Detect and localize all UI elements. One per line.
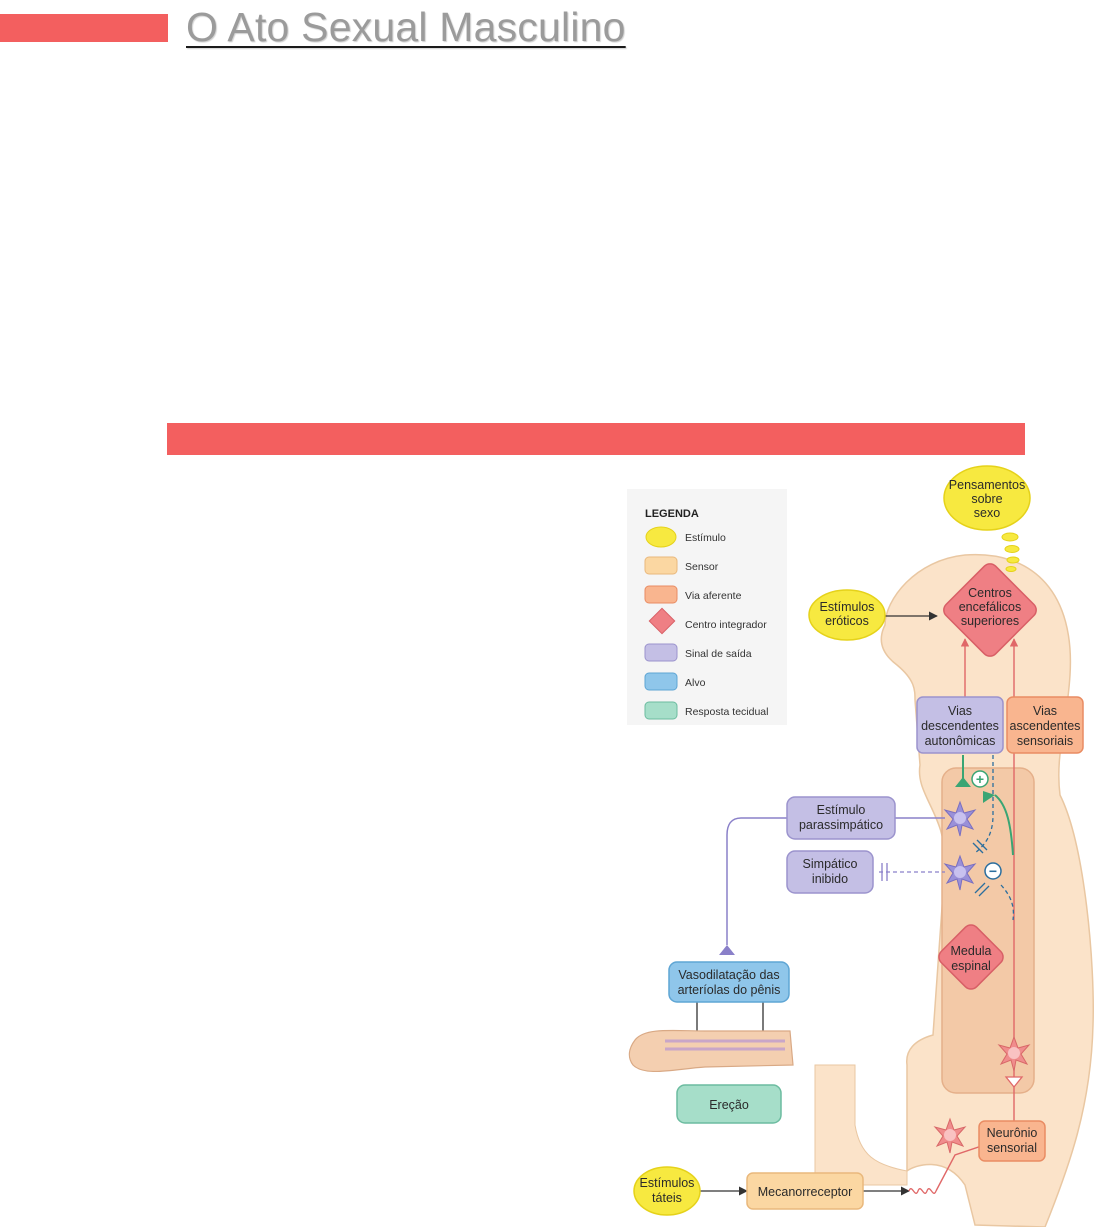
mechanoreceptor-box — [746, 1172, 864, 1210]
sensory-neuron-box — [978, 1120, 1046, 1162]
brain-label-line: encefálicos — [959, 600, 1022, 614]
spinal-label-line: Medula — [951, 944, 992, 958]
para-label-line: parassimpático — [799, 818, 883, 832]
accent-bar-left — [0, 14, 168, 42]
legend-label: Sensor — [685, 561, 719, 573]
forearm — [814, 1064, 908, 1186]
descending-label-line: Vias — [948, 704, 972, 718]
dashed-inhibition — [974, 755, 994, 854]
tactile-stimuli-bubble — [633, 1166, 701, 1216]
sensory-label-line: Neurônio — [987, 1126, 1038, 1140]
ascending-label-line: Vias — [1033, 704, 1057, 718]
descending-pathways-box — [916, 696, 1004, 754]
legend-label: Sinal de saída — [685, 648, 752, 660]
spinal-label-line: espinal — [951, 959, 991, 973]
block-mark — [976, 839, 988, 851]
legend-swatch-tissue — [644, 701, 678, 720]
para-to-vaso — [726, 817, 787, 945]
thought-dot — [1004, 545, 1020, 553]
brain-label-line: superiores — [961, 614, 1019, 628]
block-mark — [974, 882, 986, 894]
penis-shape — [628, 1029, 794, 1073]
green-curve — [994, 794, 1014, 856]
erotic-label-line: eróticos — [825, 614, 869, 628]
thoughts-label-line: sexo — [974, 506, 1000, 520]
green-terminal — [955, 777, 971, 787]
legend-swatch-sensor — [644, 556, 678, 575]
legend-swatch-target — [644, 672, 678, 691]
sensory-label-line: sensorial — [987, 1141, 1037, 1155]
vasodilation-box — [668, 961, 790, 1003]
legend-label: Centro integrador — [685, 619, 767, 631]
penis-vessels — [665, 1039, 785, 1051]
legend-swatch-stimulus — [645, 526, 677, 548]
vaso-label-line: arteríolas do pênis — [678, 983, 781, 997]
descending-label-line: descendentes — [921, 719, 999, 733]
block-mark — [978, 885, 990, 897]
legend-swatch-output — [644, 643, 678, 662]
symp-label-line: Simpático — [803, 857, 858, 871]
page-title: O Ato Sexual Masculino — [186, 4, 626, 50]
sympathetic-box — [786, 850, 874, 894]
legend-label: Alvo — [685, 677, 706, 689]
dashed-inhibition-2 — [1000, 884, 1015, 921]
diagram-canvas: LEGENDA Estímulo Sensor Via aferente Cen… — [627, 465, 1094, 1227]
legend-label: Resposta tecidual — [685, 706, 768, 718]
tactile-label-line: táteis — [652, 1191, 682, 1205]
block-mark — [972, 842, 984, 854]
receptor-coil — [908, 1188, 937, 1194]
sympathetic-neuron — [943, 854, 977, 891]
para-label-line: Estímulo — [817, 803, 866, 817]
minus-sign — [984, 862, 1002, 880]
spinal-cord-diamond — [938, 924, 1004, 990]
thought-dot — [1005, 566, 1017, 572]
accent-bar-wide — [167, 423, 1025, 455]
parasympathetic-neuron — [943, 800, 977, 837]
legend-swatch-integrator — [648, 607, 676, 635]
ascending-pathways-box — [1006, 696, 1084, 754]
spinal-sensory-neuron — [997, 1035, 1031, 1072]
vaso-label-line: Vasodilatação das — [678, 968, 779, 982]
erection-box — [676, 1084, 782, 1124]
ascending-label-line: ascendentes — [1010, 719, 1081, 733]
thoughts-bubble — [943, 465, 1031, 531]
reflex-diagram: LEGENDA Estímulo Sensor Via aferente Cen… — [615, 465, 1112, 1227]
sensory-terminal — [1004, 1076, 1024, 1089]
brain-centers-diamond — [943, 563, 1037, 657]
legend-swatch-afferent — [644, 585, 678, 604]
thoughts-label-line: Pensamentos — [949, 478, 1025, 492]
para-terminal — [719, 945, 735, 955]
legend-label: Via aferente — [685, 590, 742, 602]
peripheral-sensory-neuron — [933, 1117, 967, 1154]
spinal-column — [941, 767, 1035, 1094]
erotic-stimuli-bubble — [808, 589, 886, 641]
brain-label-line: Centros — [968, 586, 1012, 600]
mechanoreceptor-label: Mecanorreceptor — [758, 1185, 853, 1199]
parasympathetic-box — [786, 796, 896, 840]
descending-label-line: autonômicas — [925, 734, 996, 748]
legend-label: Estímulo — [685, 532, 726, 544]
minus-symbol: − — [989, 863, 997, 879]
tactile-label-line: Estímulos — [640, 1176, 695, 1190]
thoughts-label-line: sobre — [971, 492, 1002, 506]
legend-title: LEGENDA — [645, 508, 699, 520]
ascending-label-line: sensoriais — [1017, 734, 1073, 748]
erotic-label-line: Estímulos — [820, 600, 875, 614]
green-terminal-2 — [983, 791, 995, 803]
thought-dot — [1001, 532, 1019, 542]
erection-label: Ereção — [709, 1098, 749, 1112]
plus-sign — [971, 770, 989, 788]
thought-dot — [1006, 556, 1020, 564]
symp-label-line: inibido — [812, 872, 848, 886]
plus-symbol: + — [976, 771, 984, 787]
